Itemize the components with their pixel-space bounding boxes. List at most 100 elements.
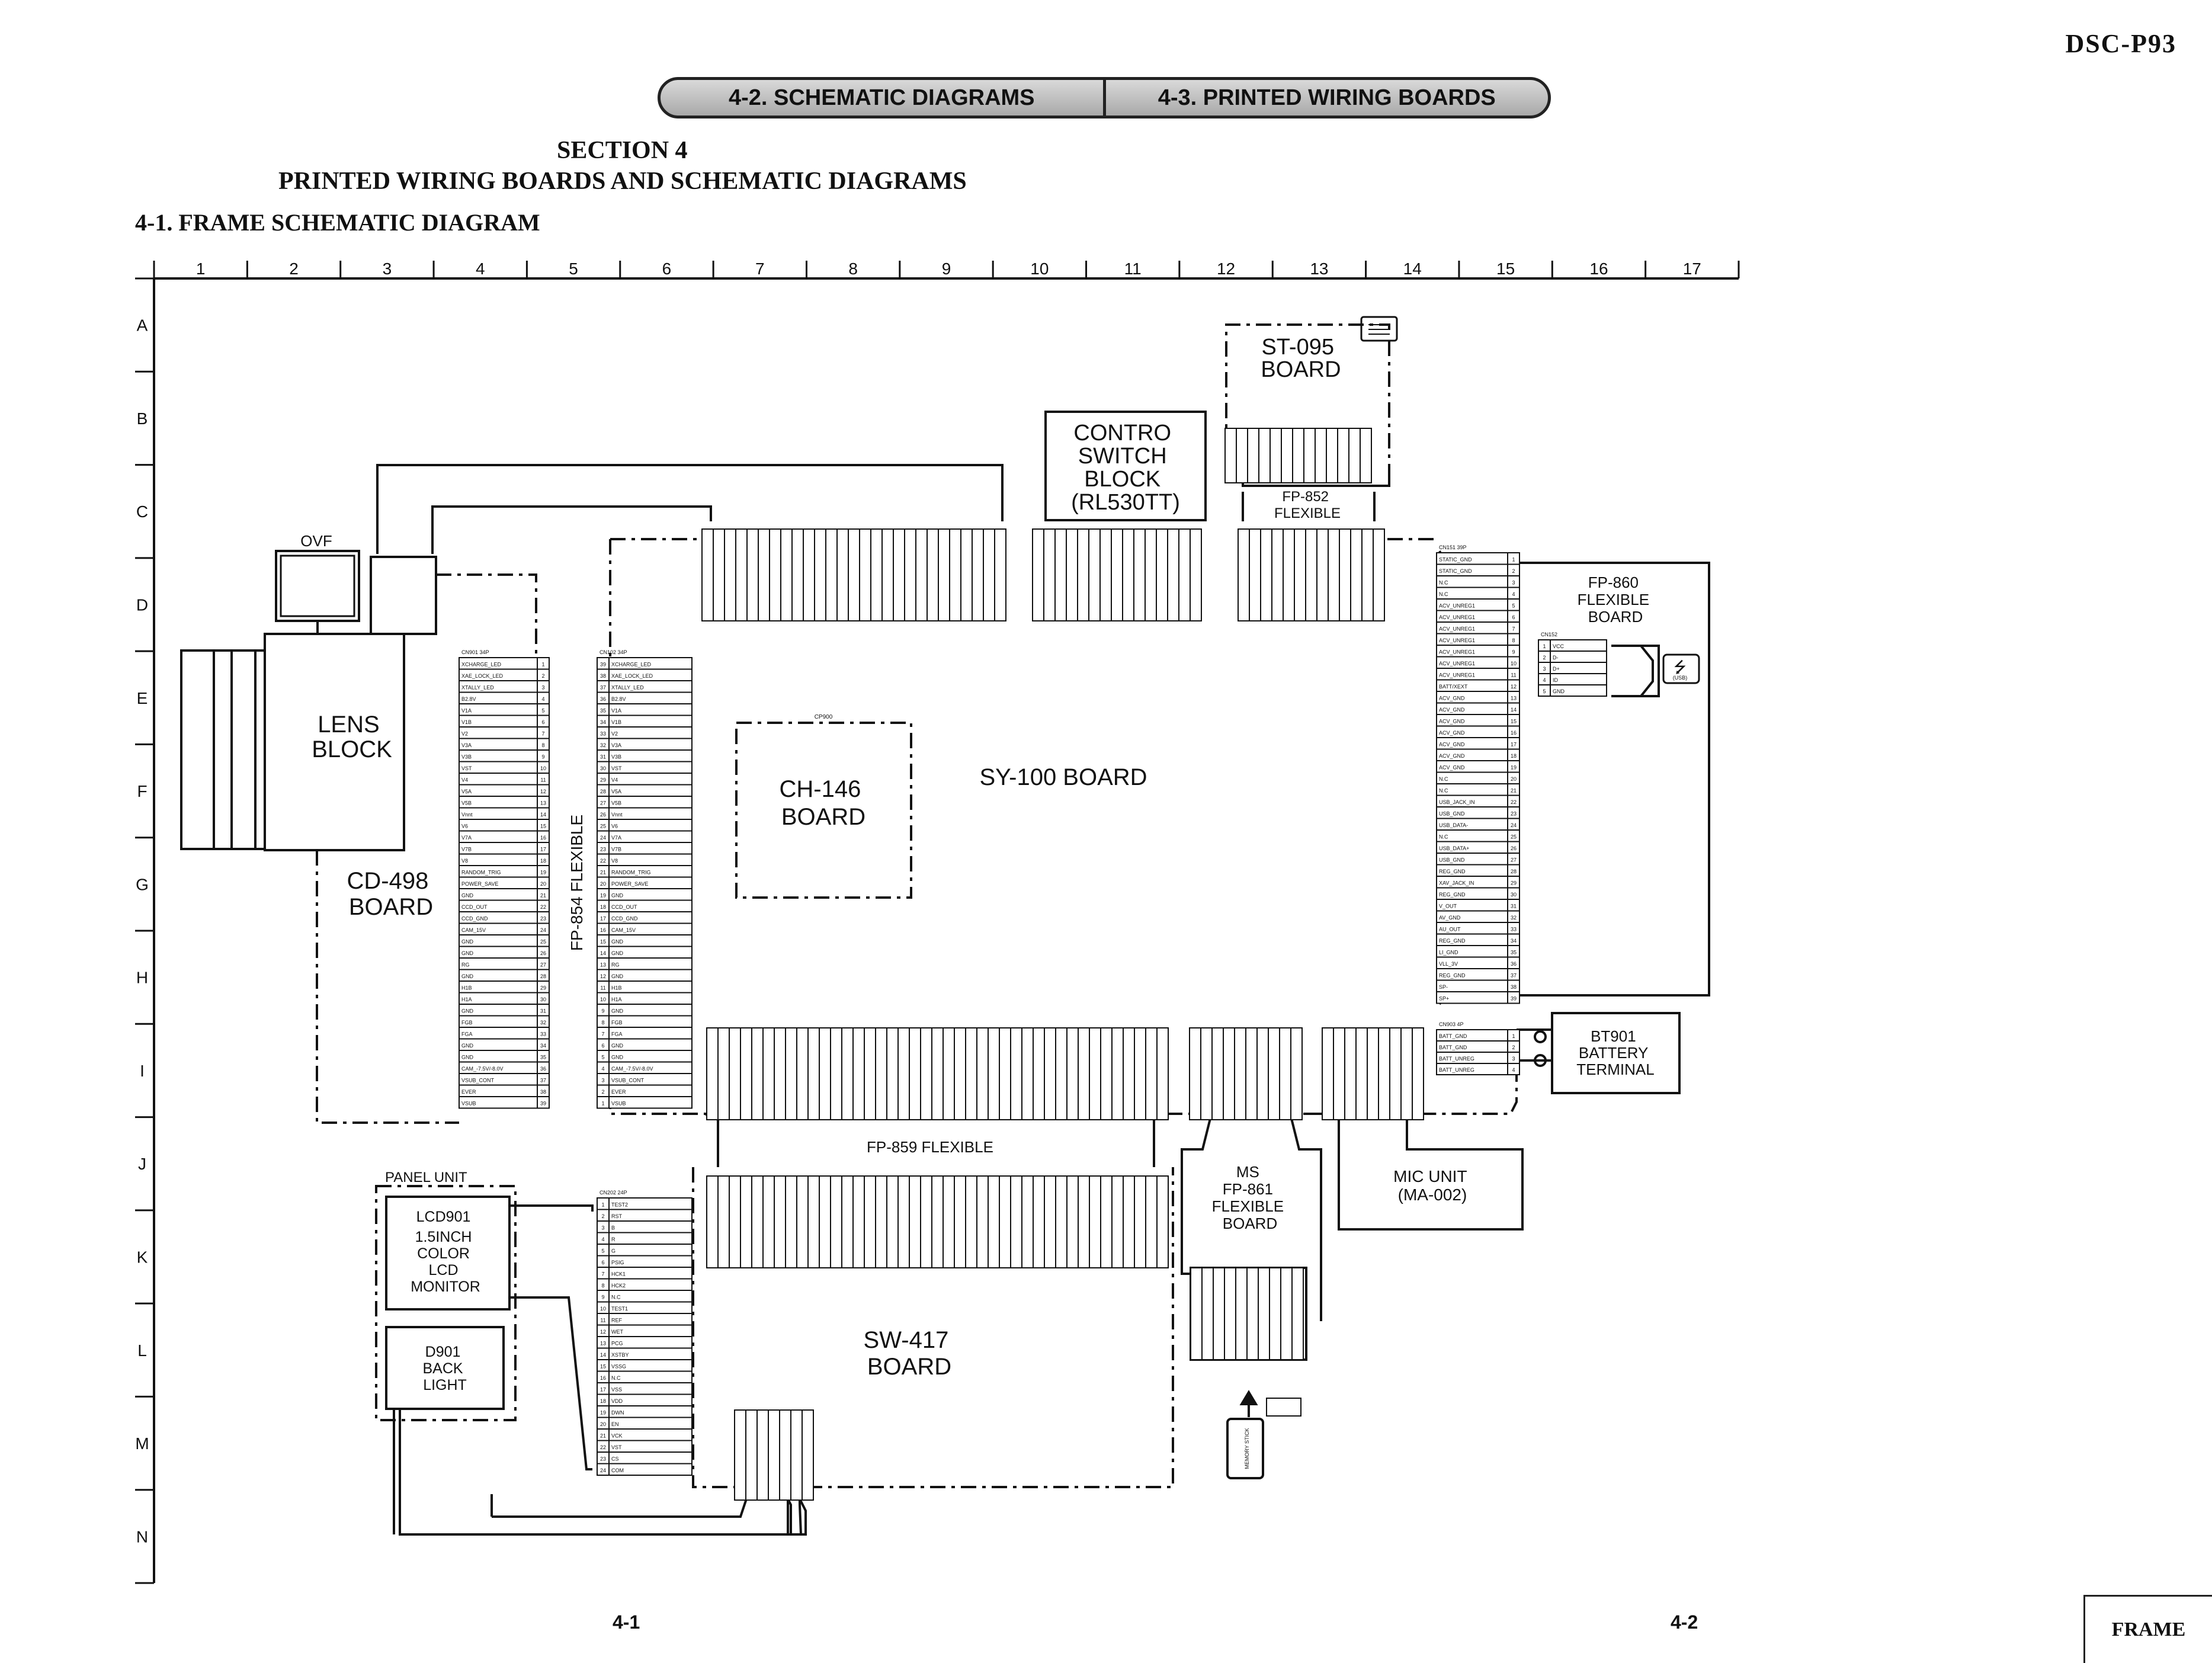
fp859-top-cn-pin-cell xyxy=(819,1027,831,1120)
sy100-cn102-pin-number: 19 xyxy=(600,893,606,899)
sy100-top-cn-pin-cell xyxy=(938,528,950,621)
sy100-cn102-pin-name: V2 xyxy=(611,731,618,737)
grid-col-label: 12 xyxy=(1217,259,1235,278)
sw417-cn202-pin-number: 18 xyxy=(600,1398,606,1404)
sy100-cn102-pin-name: V3A xyxy=(611,742,621,748)
sw417-cn202-pin-number: 6 xyxy=(601,1260,604,1265)
ms-bottom-cn-pin-cell xyxy=(1190,1267,1203,1360)
cd498-cn901-pin-cell xyxy=(459,784,550,797)
sw417-cn202-pin-number: 11 xyxy=(600,1318,605,1324)
fp859-bottom-cn-pin-cell xyxy=(785,1175,797,1268)
grid-row-label: L xyxy=(137,1341,147,1360)
sy100-cn102-title: CN102 34P xyxy=(600,649,627,655)
fp860-cn151-pin-name: ACV_UNREG1 xyxy=(1439,626,1475,632)
fp860-cn151-pin-number: 8 xyxy=(1512,637,1515,643)
sy100-cn102-pin-number: 3 xyxy=(601,1078,604,1084)
fp860-cn151-pin-name: REG_GND xyxy=(1439,869,1466,874)
grid-col-label: 6 xyxy=(662,259,672,278)
cd498-cn901-pin-name: GND xyxy=(461,1008,474,1014)
fp860-cn151-pin-number: 3 xyxy=(1512,580,1515,586)
fp860-flexible-board-label: FP-860 FLEXIBLE BOARD xyxy=(1578,573,1654,626)
sy100-top-cn-pin-cell xyxy=(983,528,995,621)
cd498-cn901-pin-cell xyxy=(459,957,550,970)
fp860-cn151-pin-name: USB_GND xyxy=(1439,811,1465,817)
fp860-cn151-pin-number: 30 xyxy=(1511,892,1517,898)
tab-printed-wiring-boards[interactable]: 4-3. PRINTED WIRING BOARDS xyxy=(1102,80,1549,116)
sy100-st-cn-pin-cell xyxy=(1294,528,1306,621)
cd498-cn901-pin-number: 14 xyxy=(540,812,546,818)
sw417-cn202-pin-number: 20 xyxy=(600,1421,606,1427)
sy100-contro-cn-pin-cell xyxy=(1099,528,1112,621)
sy100-cn102-pin-number: 12 xyxy=(600,973,606,979)
fp860-cn151-pin-name: ACV_GND xyxy=(1439,696,1465,701)
cd498-cn901-pin-name: B2.8V xyxy=(461,696,476,702)
cd498-cn901-pin-cell xyxy=(459,992,550,1005)
sy100-cn102-pin-name: VSUB xyxy=(611,1101,626,1107)
fp859-top-cn-pin-cell xyxy=(830,1027,842,1120)
fp860-cn151-pin-number: 6 xyxy=(1512,614,1515,620)
cd498-cn901-pin-name: H1A xyxy=(461,996,472,1002)
contro-switch-block-label: CONTRO SWITCH BLOCK (RL530TT) xyxy=(1071,421,1180,515)
sy100-top-cn-pin-cell xyxy=(735,528,748,621)
fp860-cn151-pin-number: 9 xyxy=(1512,649,1515,655)
sw417-cn202-pin-name: VCK xyxy=(611,1433,623,1439)
st095-cn-pin-cell xyxy=(1247,428,1259,483)
ms-bottom-cn-pin-cell xyxy=(1291,1267,1304,1360)
ovf-label: OVF xyxy=(300,532,332,550)
sy100-cn102-pin-number: 35 xyxy=(600,708,606,714)
fp859-top-cn-pin-cell xyxy=(920,1027,932,1120)
cd498-cn901-pin-cell xyxy=(459,738,550,751)
fp860-cn151-pin-name: N.C xyxy=(1439,834,1448,840)
grid-col-label: 13 xyxy=(1310,259,1328,278)
fp859-top-cn-pin-cell xyxy=(909,1027,921,1120)
fp860-cn151-pin-name: SP- xyxy=(1439,984,1448,990)
cd498-board-label: CD-498 BOARD xyxy=(347,868,435,920)
fp859-bottom-cn-pin-cell xyxy=(717,1175,730,1268)
sy100-top-cn-pin-cell xyxy=(927,528,939,621)
usb-cn152-pin-cell xyxy=(1538,684,1607,697)
cd498-cn901-pin-number: 10 xyxy=(540,765,546,771)
fp859-bottom-cn-pin-cell xyxy=(1078,1175,1090,1268)
cd498-cn901-pin-name: FGA xyxy=(461,1031,473,1037)
tab-schematic-diagrams[interactable]: 4-2. SCHEMATIC DIAGRAMS xyxy=(728,85,1035,110)
sy100-cn102-pin-name: B2.8V xyxy=(611,696,626,702)
sy100-ms-cn-pin-cell xyxy=(1211,1027,1224,1120)
sy100-top-cn-pin-cell xyxy=(972,528,984,621)
cd498-cn901-pin-name: V1B xyxy=(461,719,472,725)
fp859-bottom-cn-pin-cell xyxy=(942,1175,955,1268)
sw417-cn202-pin-name: TEST1 xyxy=(611,1306,628,1312)
sy100-cn102-pin-number: 36 xyxy=(600,696,606,702)
fp859-bottom-cn-pin-cell xyxy=(1033,1175,1045,1268)
cd498-cn901-pin-number: 4 xyxy=(541,696,544,702)
sw417-board-label: SW-417 BOARD xyxy=(864,1327,956,1380)
sy100-cn102-pin-name: GND xyxy=(611,893,624,899)
sy100-cn102-pin-number: 29 xyxy=(600,777,606,783)
sy100-cn102-pin-name: GND xyxy=(611,973,624,979)
sy100-mic-cn-pin-cell xyxy=(1344,1027,1357,1120)
sy100-cn102-pin-number: 21 xyxy=(600,870,606,876)
fp859-top-cn-pin-cell xyxy=(1134,1027,1146,1120)
usb-cn152-pin-name: VCC xyxy=(1553,643,1565,649)
cd498-cn901-pin-number: 2 xyxy=(541,673,544,679)
fp860-cn151-pin-number: 23 xyxy=(1511,811,1517,817)
sw417-cn202-pin-name: XSTBY xyxy=(611,1352,629,1358)
sw417-cn202-pin-name: B xyxy=(611,1225,615,1231)
grid-row-label: D xyxy=(136,596,148,614)
cd498-cn901-pin-name: V7B xyxy=(461,847,472,853)
fp859-bottom-cn-pin-cell xyxy=(796,1175,809,1268)
panel-cn-pin-cell xyxy=(802,1409,814,1501)
sy100-cn102-pin-number: 6 xyxy=(601,1043,604,1049)
sw417-cn202-pin-name: N.C xyxy=(611,1375,621,1381)
grid-col-label: 17 xyxy=(1683,259,1701,278)
sy100-cn102-pin-number: 33 xyxy=(600,731,606,737)
ms-bottom-cn-pin-cell xyxy=(1224,1267,1236,1360)
sw417-cn202-title: CN202 24P xyxy=(600,1190,627,1196)
bt901-battery-terminal-label: BT901 BATTERY TERMINAL xyxy=(1576,1027,1654,1078)
sy100-cn102-pin-number: 20 xyxy=(600,881,606,887)
fp860-cn151-pin-name: V_OUT xyxy=(1439,903,1457,909)
cd498-cn901-pin-name: EVER xyxy=(461,1089,476,1095)
fp860-cn151-pin-number: 25 xyxy=(1511,834,1517,840)
sy100-cn102-pin-name: V8 xyxy=(611,858,618,864)
fp859-top-cn-pin-cell xyxy=(1055,1027,1067,1120)
